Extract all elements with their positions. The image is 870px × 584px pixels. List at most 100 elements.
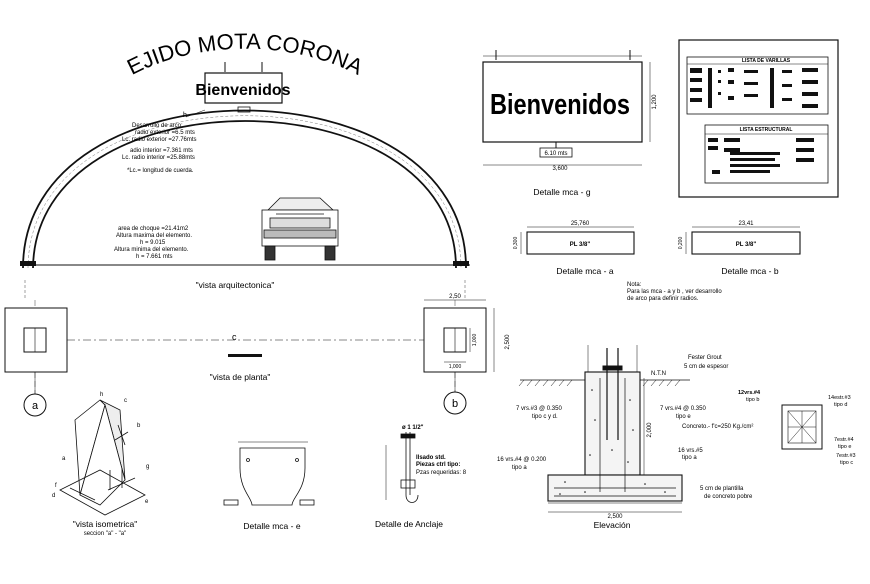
svg-text:e: e (145, 499, 149, 505)
svg-text:Nota:: Nota: (627, 282, 642, 288)
svg-text:N.T.N: N.T.N (651, 371, 666, 377)
detail-g (482, 50, 651, 166)
svg-text:f: f (55, 483, 57, 489)
arch-elevation: EJIDO MOTA CORONA Bienvenidos h Desarrol… (20, 29, 470, 290)
svg-text:0,300: 0,300 (513, 237, 519, 250)
svg-text:radio exterior =6.5 mts: radio exterior =6.5 mts (135, 130, 195, 136)
caption-elevacion: Elevación (594, 520, 631, 530)
svg-text:2,500: 2,500 (505, 334, 511, 350)
svg-text:0,200: 0,200 (678, 237, 684, 250)
caption-detail-a: Detalle mca - a (556, 266, 613, 276)
svg-text:tipo e: tipo e (676, 414, 691, 420)
base-left (20, 261, 36, 266)
detail-anclaje (385, 432, 419, 503)
caption-arquitectonica: "vista arquitectonica" (196, 280, 275, 290)
svg-text:Desarrollo de arco:: Desarrollo de arco: (132, 123, 183, 129)
svg-text:7estr.#4: 7estr.#4 (834, 437, 854, 443)
nota: Nota: Para las mca - a y b , ver desarro… (627, 282, 722, 302)
svg-text:tipo c y d.: tipo c y d. (532, 414, 558, 420)
svg-text:tipo e: tipo e (838, 444, 851, 450)
anclaje-notes: ø 1 1/2" Ilsado std. Piezas ctrl tipo: P… (402, 425, 467, 476)
caption-planta: "vista de planta" (210, 372, 271, 382)
svg-text:5 cm de espesor: 5 cm de espesor (684, 364, 728, 370)
pedestal (584, 371, 641, 476)
section-notes: 12vrs.#4 tipo b 14estr.#3 tipo d 7estr.#… (738, 390, 856, 466)
caption-detail-e: Detalle mca - e (243, 521, 300, 531)
caption-detail-b: Detalle mca - b (721, 266, 778, 276)
svg-text:16 vrs.#4 @ 0.200: 16 vrs.#4 @ 0.200 (497, 457, 547, 463)
svg-text:25,760: 25,760 (571, 221, 590, 227)
arch-outer (22, 109, 467, 269)
svg-text:1,000: 1,000 (472, 334, 478, 347)
svg-text:a: a (62, 456, 66, 462)
axis-a: a (23, 372, 47, 417)
svg-text:Altura maxima del elemento.: Altura maxima del elemento. (116, 233, 192, 239)
car-illustration (261, 197, 339, 261)
svg-text:tipo c: tipo c (840, 460, 853, 466)
elevation-detail (518, 345, 690, 513)
section-detail (781, 404, 823, 450)
svg-text:Ilsado std.: Ilsado std. (416, 455, 446, 461)
svg-text:Altura minima del elemento.: Altura minima del elemento. (114, 247, 189, 253)
impact-notes: area de choque =21.41m2 Altura maxima de… (114, 226, 192, 260)
svg-text:Concreto.- f'c=250 Kg./cm²: Concreto.- f'c=250 Kg./cm² (682, 424, 753, 430)
svg-text:Piezas ctrl tipo:: Piezas ctrl tipo: (416, 462, 460, 468)
svg-text:tipo a: tipo a (682, 455, 697, 461)
axis-b: b (443, 372, 467, 415)
plan-view: 2,50 2,500 1,000 1,000 c "vista de plant… (4, 280, 511, 417)
table-estructural-cells (708, 138, 814, 174)
caption-isometrica: "vista isometrica" (73, 519, 138, 529)
arch-sign: Bienvenidos h (183, 62, 291, 119)
arch-sign-text: Bienvenidos (195, 82, 290, 99)
detail-a (520, 226, 635, 255)
svg-text:7 vrs.#4 @ 0.350: 7 vrs.#4 @ 0.350 (660, 406, 706, 412)
svg-text:tipo a: tipo a (512, 465, 527, 471)
svg-text:3,600: 3,600 (552, 166, 568, 172)
svg-text:de concreto pobre: de concreto pobre (704, 494, 753, 500)
svg-text:6.10 mts: 6.10 mts (544, 151, 567, 157)
isometric-view (59, 399, 146, 516)
svg-text:2,500: 2,500 (607, 514, 623, 520)
svg-text:area de choque =21.41m2: area de choque =21.41m2 (118, 226, 189, 232)
svg-text:g: g (146, 464, 149, 470)
svg-text:23,41: 23,41 (738, 221, 754, 227)
table-varillas-cells (690, 68, 818, 108)
table-varillas-title: LISTA DE VARILLAS (742, 58, 791, 64)
svg-text:b: b (452, 398, 458, 410)
table-estructural-title: LISTA ESTRUCTURAL (740, 127, 793, 133)
caption-seccion: seccion "a" - "a" (84, 531, 127, 537)
svg-text:2,50: 2,50 (449, 294, 461, 300)
svg-text:14estr.#3: 14estr.#3 (828, 395, 851, 401)
svg-text:ø 1 1/2": ø 1 1/2" (402, 425, 424, 431)
svg-text:7estr.#3: 7estr.#3 (836, 453, 856, 459)
svg-text:d: d (52, 493, 55, 499)
base-right (453, 261, 469, 266)
svg-text:h = 7.661 mts: h = 7.661 mts (136, 254, 173, 260)
arch-title: EJIDO MOTA CORONA (123, 29, 367, 80)
svg-text:1,000: 1,000 (449, 364, 462, 370)
svg-text:5 cm de plantilla: 5 cm de plantilla (700, 486, 744, 492)
svg-text:b: b (137, 423, 141, 429)
svg-text:16 vrs.#5: 16 vrs.#5 (678, 448, 703, 454)
svg-text:Fester Grout: Fester Grout (688, 355, 722, 361)
svg-text:h: h (100, 392, 103, 398)
svg-text:tipo b: tipo b (746, 397, 759, 403)
label-h: h (183, 112, 187, 119)
svg-text:Lc. radio exterior =27.76mts: Lc. radio exterior =27.76mts (122, 137, 197, 143)
caption-anclaje: Detalle de Anclaje (375, 519, 443, 529)
table-varillas (686, 56, 829, 115)
plan-label-c: c (232, 332, 237, 342)
detail-g-sign-text: Bienvenidos (490, 89, 630, 121)
svg-text:a: a (32, 400, 39, 412)
svg-text:Para las mca - a y b , ver des: Para las mca - a y b , ver desarrollo (627, 289, 722, 295)
svg-text:PL 3/8": PL 3/8" (736, 242, 757, 248)
svg-text:2,000: 2,000 (647, 422, 653, 438)
svg-text:PL 3/8": PL 3/8" (570, 242, 591, 248)
table-estructural (704, 124, 829, 184)
svg-text:h = 9.015: h = 9.015 (140, 240, 166, 246)
detail-e (223, 441, 315, 506)
svg-text:Pzas requeridas: 8: Pzas requeridas: 8 (416, 470, 467, 476)
svg-text:12vrs.#4: 12vrs.#4 (738, 390, 761, 396)
arch-center-line (27, 115, 462, 269)
